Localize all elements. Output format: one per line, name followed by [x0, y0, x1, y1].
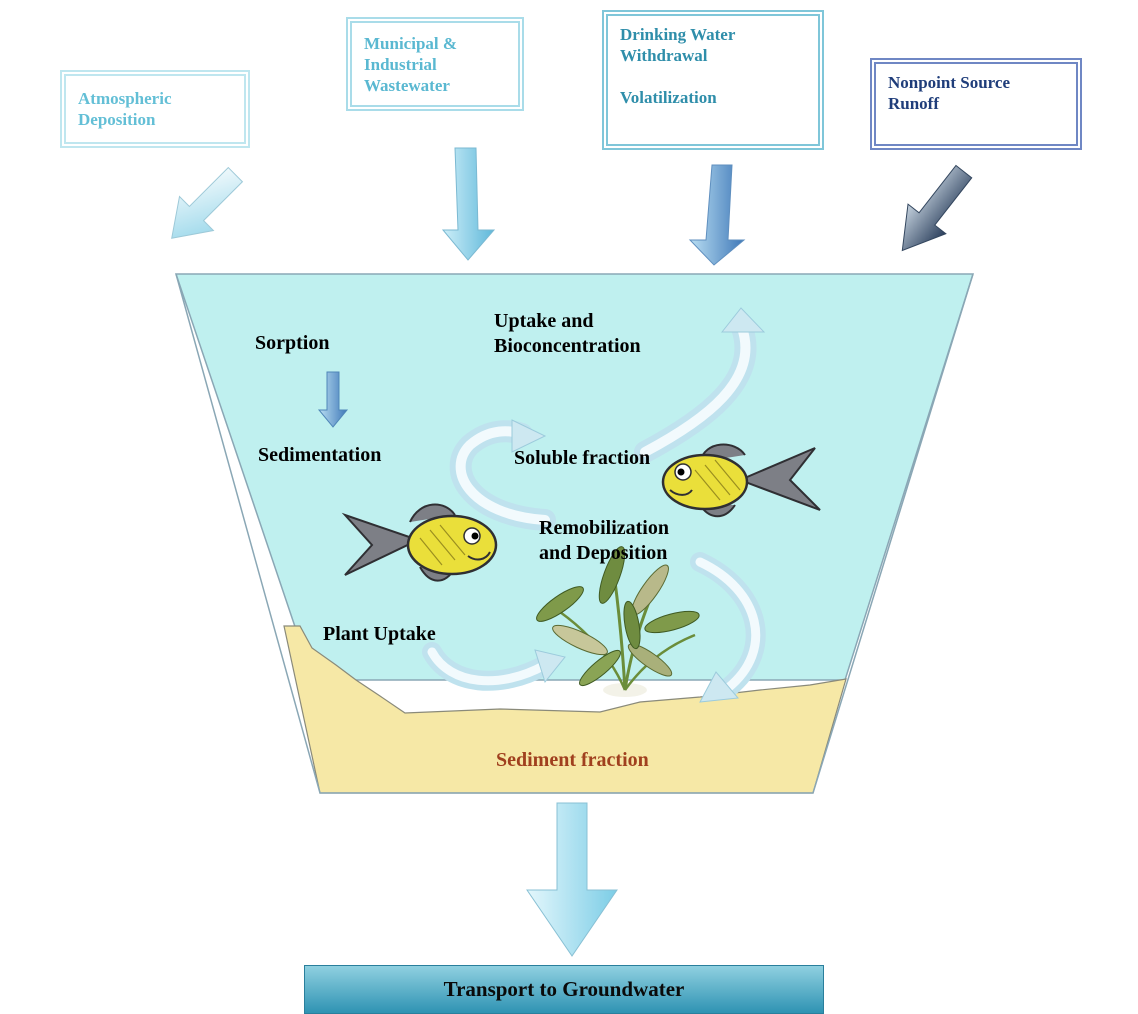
plant-uptake-arrow — [422, 642, 566, 691]
drinking-line-4: Volatilization — [620, 88, 717, 107]
sorption-label: Sorption — [255, 332, 330, 354]
soluble-fraction-label: Soluble fraction — [514, 447, 651, 469]
remobilization-line-1: Remobilization — [539, 517, 669, 539]
transport-to-groundwater-bar: Transport to Groundwater — [304, 965, 824, 1014]
basin-outline — [175, 273, 974, 794]
drinking-line-2: Withdrawal — [620, 46, 708, 65]
atmospheric-line-1: Atmospheric — [78, 89, 172, 108]
nonpoint-line-1: Nonpoint Source — [888, 73, 1011, 92]
nonpoint-runoff-arrow — [901, 164, 973, 252]
fish-right — [661, 443, 821, 518]
wastewater-line-2: Industrial — [364, 55, 437, 74]
groundwater-arrow — [526, 802, 618, 957]
remobilization-deposition-label: Remobilization and Deposition — [539, 516, 669, 566]
sorption-arrow — [317, 371, 349, 428]
sediment-fraction-label: Sediment fraction — [496, 749, 649, 771]
wastewater-line-1: Municipal & — [364, 34, 458, 53]
drinking-withdrawal-arrow — [688, 164, 746, 266]
plant-uptake-label: Plant Uptake — [323, 623, 436, 645]
sediment-layer — [283, 625, 847, 794]
fish-left — [341, 503, 498, 582]
nonpoint-line-2: Runoff — [888, 94, 940, 113]
uptake-bioconcentration-label: Uptake and Bioconcentration — [494, 309, 641, 359]
drinking-line-1: Drinking Water — [620, 25, 736, 44]
municipal-industrial-wastewater-box: Municipal & Industrial Wastewater — [346, 17, 524, 111]
atmospheric-deposition-box: Atmospheric Deposition — [60, 70, 250, 148]
drinking-line-spacer — [620, 66, 808, 87]
deposition-arrow — [690, 552, 766, 703]
aquatic-plant — [536, 546, 700, 697]
remobilization-line-2: and Deposition — [539, 542, 668, 564]
bioconcentration-arrow — [634, 307, 766, 463]
nonpoint-source-runoff-box: Nonpoint Source Runoff — [870, 58, 1082, 150]
atmospheric-arrow — [171, 166, 244, 239]
wastewater-arrow — [441, 147, 496, 261]
drinking-water-withdrawal-box: Drinking Water Withdrawal Volatilization — [602, 10, 824, 150]
uptake-line-2: Bioconcentration — [494, 335, 641, 357]
sedimentation-label: Sedimentation — [258, 444, 382, 466]
wastewater-line-3: Wastewater — [364, 76, 450, 95]
uptake-line-1: Uptake and — [494, 310, 594, 332]
soluble-cycle-arrow — [449, 419, 556, 531]
atmospheric-line-2: Deposition — [78, 110, 156, 129]
transport-to-groundwater-label: Transport to Groundwater — [443, 977, 685, 1001]
